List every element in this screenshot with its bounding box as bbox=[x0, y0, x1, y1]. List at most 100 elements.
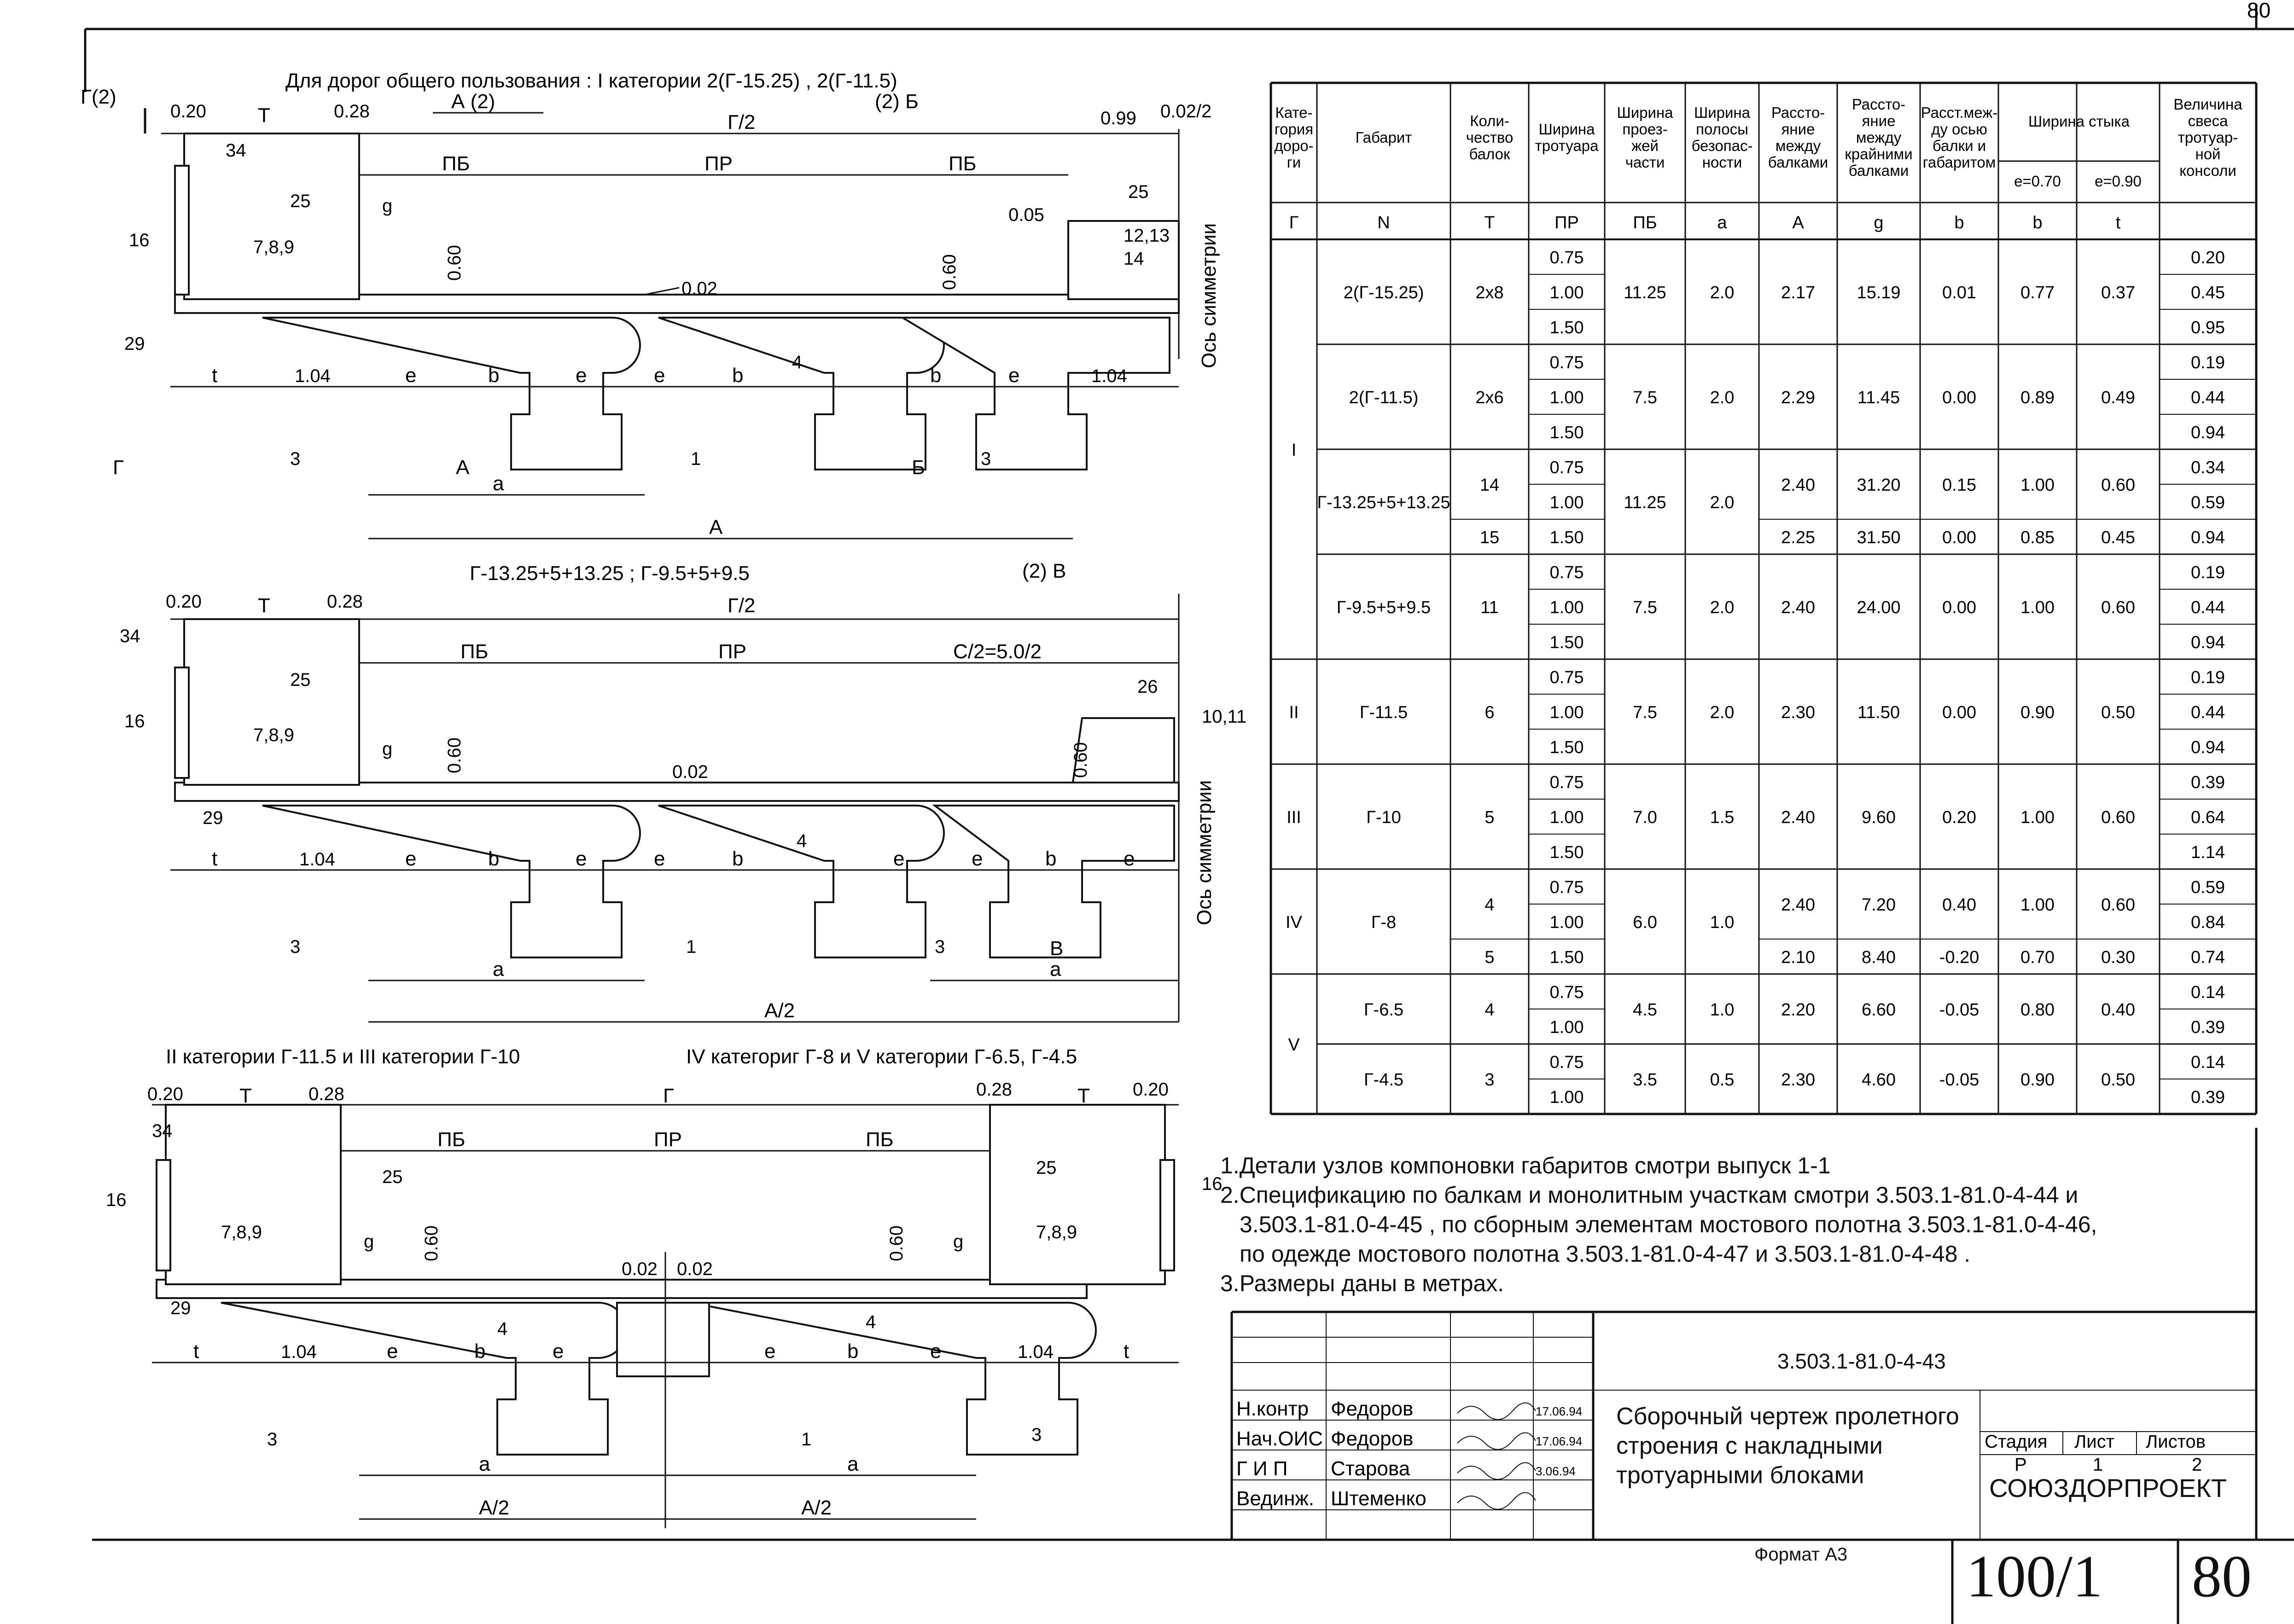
beams-section-3 bbox=[221, 1302, 1097, 1456]
overhang-6-0: 0.59 bbox=[2191, 878, 2225, 897]
dim-0-28: 0.28 bbox=[334, 101, 370, 122]
s2-dim-a-1: a bbox=[493, 958, 504, 980]
s2-dim-0-60-left: 0.60 bbox=[444, 737, 465, 773]
signature-1 bbox=[1457, 1402, 1536, 1420]
callout-25-left: 25 bbox=[290, 191, 311, 211]
cut-mark-b: Б bbox=[912, 456, 925, 479]
joint-e090-2: 0.60 bbox=[2101, 476, 2135, 495]
s2-dim-1-04: 1.04 bbox=[299, 849, 335, 870]
callout-789: 7,8,9 bbox=[253, 237, 294, 257]
s3-dim-PR: ПР bbox=[654, 1128, 682, 1151]
dim-b-1: b bbox=[488, 364, 499, 387]
gap-to-gabarit-0: 0.01 bbox=[1942, 283, 1976, 302]
s3-callout-789-right: 7,8,9 bbox=[1036, 1222, 1077, 1242]
s2-callout-4: 4 bbox=[797, 831, 807, 851]
dim-0-20: 0.20 bbox=[170, 101, 206, 122]
s2-railing-post bbox=[174, 667, 190, 779]
joint-e070-6: 1.00 bbox=[2020, 895, 2055, 915]
roadway-width-6: 6.0 bbox=[1633, 913, 1657, 932]
gabarit-4: Г-11.5 bbox=[1360, 703, 1408, 722]
s2-dim-0-60-right: 0.60 bbox=[1071, 742, 1091, 778]
overhang-1-0: 0.19 bbox=[2191, 353, 2225, 372]
callout-34: 34 bbox=[226, 140, 246, 161]
overhang-4-2: 0.94 bbox=[2191, 738, 2225, 757]
table-symbol-6: A bbox=[1792, 213, 1804, 232]
role-3: Г И П bbox=[1236, 1457, 1288, 1480]
outer-beam-spacing-8: 4.60 bbox=[1862, 1070, 1896, 1090]
s3-callout-25-right: 25 bbox=[1036, 1158, 1057, 1178]
beam-count-8: 3 bbox=[1485, 1070, 1494, 1090]
s3-gap-g-left: g bbox=[364, 1231, 374, 1252]
beam-spacing-4: 2.30 bbox=[1781, 703, 1815, 722]
s3-dim-T-left: T bbox=[239, 1085, 252, 1107]
dim-PR: ПР bbox=[705, 152, 733, 175]
beam-count-2: 14 bbox=[1480, 476, 1499, 495]
roadway-width-4: 7.5 bbox=[1633, 703, 1657, 722]
s3-callout-789-left: 7,8,9 bbox=[221, 1222, 262, 1242]
s2-dim-C2: C/2=5.0/2 bbox=[953, 640, 1042, 663]
s2-dim-T: T bbox=[258, 594, 270, 617]
safety-strip-3: 2.0 bbox=[1710, 598, 1735, 617]
joint-e090-7: 0.40 bbox=[2101, 1000, 2135, 1020]
beam-count-0: 2x8 bbox=[1475, 283, 1503, 302]
notes-block: 1.Детали узлов компоновки габаритов смот… bbox=[1220, 1151, 2279, 1298]
section-3-title-left: II категории Г-11.5 и III категории Г-10 bbox=[166, 1045, 520, 1068]
s2-dim-e-6: e bbox=[1124, 847, 1135, 870]
callout-3-right: 3 bbox=[981, 449, 991, 469]
overhang-4-0: 0.19 bbox=[2191, 668, 2225, 687]
s3-callout-29: 29 bbox=[170, 1298, 191, 1318]
sidewalk-width-7-1: 1.00 bbox=[1550, 1018, 1584, 1037]
s2-callout-16: 16 bbox=[124, 711, 145, 731]
s2-dim-e-1: e bbox=[405, 847, 416, 870]
overhang-3-2: 0.94 bbox=[2191, 633, 2225, 652]
cut-mark-a2: А (2) bbox=[451, 90, 495, 113]
sidewalk-width-6-0: 0.75 bbox=[1550, 878, 1584, 897]
name-3: Старова bbox=[1331, 1457, 1410, 1480]
table-subheader-e070: e=0.70 bbox=[2014, 173, 2061, 190]
outer-beam-spacing-7: 6.60 bbox=[1862, 1000, 1896, 1020]
gap-to-gabarit-6: 0.40 bbox=[1942, 895, 1976, 915]
s2-dim-0-20: 0.20 bbox=[166, 592, 202, 612]
outer-beam-spacing-0: 15.19 bbox=[1857, 283, 1900, 302]
s3-callout-4-left: 4 bbox=[497, 1319, 507, 1339]
table-symbol-0: Г bbox=[1289, 213, 1299, 232]
joint-e070-5: 1.00 bbox=[2020, 808, 2055, 827]
dim-1-04-left: 1.04 bbox=[295, 366, 331, 386]
overhang-5-0: 0.39 bbox=[2191, 773, 2225, 792]
gap-to-gabarit-7: -0.05 bbox=[1939, 1000, 1980, 1020]
s3-slope-right: 0.02 bbox=[677, 1259, 713, 1279]
joint-e070-4: 0.90 bbox=[2020, 703, 2055, 722]
title-block-grid: Стадия Лист Листов Р 1 2 Н.контр Нач.ОИС… bbox=[1230, 1128, 2258, 1624]
roadway-width-5: 7.0 bbox=[1633, 808, 1657, 827]
beam-count-4: 6 bbox=[1485, 703, 1494, 722]
section-3-title-right: IV категориг Г-8 и V категории Г-6.5, Г-… bbox=[686, 1045, 1077, 1068]
dim-PB-right: ПБ bbox=[949, 152, 977, 175]
deck-slab bbox=[174, 294, 1180, 314]
dim-b-3: b bbox=[930, 364, 941, 387]
date-2: 17.06.94 bbox=[1536, 1434, 1582, 1448]
note-1: 1.Детали узлов компоновки габаритов смот… bbox=[1220, 1153, 1831, 1178]
name-2: Федоров bbox=[1331, 1427, 1413, 1450]
s3-dim-0-20-left: 0.20 bbox=[147, 1084, 183, 1104]
s3-dim-1-04-left: 1.04 bbox=[281, 1342, 317, 1362]
category-II: II bbox=[1289, 703, 1298, 722]
s3-callout-16-right: 16 bbox=[1202, 1174, 1223, 1194]
category-III: III bbox=[1287, 808, 1301, 827]
sidewalk-width-1-2: 1.50 bbox=[1550, 423, 1584, 442]
overhang-2-1: 0.59 bbox=[2191, 493, 2225, 512]
overhang-4-1: 0.44 bbox=[2191, 703, 2225, 722]
gap-to-gabarit-2: 0.15 bbox=[1942, 476, 1976, 495]
s2-gap-g: g bbox=[382, 739, 392, 759]
s2-dim-e-4: e bbox=[893, 847, 904, 870]
table-symbol-5: a bbox=[1717, 213, 1727, 232]
safety-strip-1: 2.0 bbox=[1710, 388, 1735, 407]
symmetry-axis-label-2: Ось симметрии bbox=[1193, 780, 1216, 925]
s3-dim-e-3: e bbox=[764, 1340, 775, 1363]
s3-railing-post-left bbox=[156, 1159, 171, 1271]
beam-spacing-2: 2.40 bbox=[1781, 476, 1815, 495]
joint-e090-5: 0.60 bbox=[2101, 808, 2135, 827]
